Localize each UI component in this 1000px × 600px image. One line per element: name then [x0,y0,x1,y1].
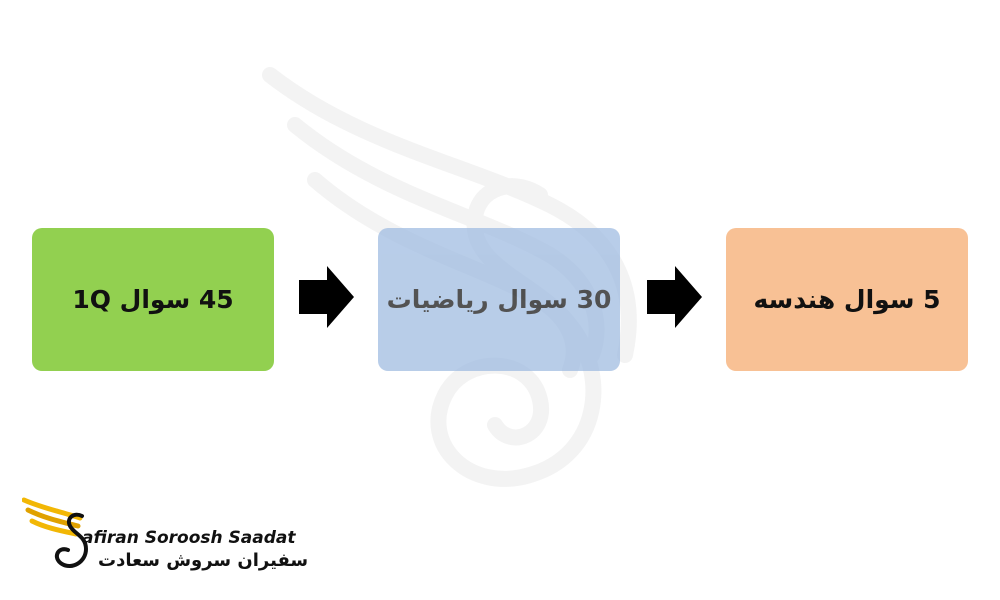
brand-name-english: afiran Soroosh Saadat [82,528,296,548]
step-1-box: 45 سوال 1Q [32,228,274,371]
right-arrow-icon [299,266,354,328]
right-arrow-icon [647,266,702,328]
step-2-box: 30 سوال ریاضیات [378,228,620,371]
step-3-box: 5 سوال هندسه [726,228,968,371]
step-3-label: 5 سوال هندسه [753,285,941,314]
step-2-label: 30 سوال ریاضیات [386,285,612,314]
brand-name-persian: سفیران سروش سعادت [98,550,309,571]
brand-logo: afiran Soroosh Saadat سفیران سروش سعادت [22,494,308,580]
step-1-label: 45 سوال 1Q [72,285,234,314]
golden-bird-logo-icon [22,497,89,569]
